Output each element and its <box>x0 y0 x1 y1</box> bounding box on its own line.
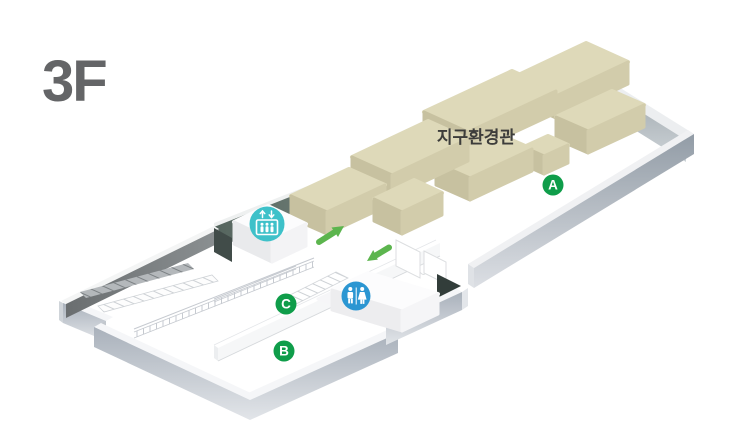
elevator-icon[interactable] <box>249 206 285 242</box>
escalator <box>80 263 219 313</box>
doorway-marker <box>437 274 461 298</box>
se-wall <box>468 130 694 288</box>
exhibit-blocks <box>289 41 646 236</box>
hall-name-label: 지구환경관 <box>437 128 516 147</box>
floor-title: 3F <box>42 49 106 114</box>
door-partitions <box>395 239 447 285</box>
marker-c[interactable]: C <box>275 293 297 315</box>
marker-b-label: B <box>279 344 289 359</box>
exhibit-block <box>554 89 646 155</box>
exhibit-block <box>434 132 534 202</box>
exhibit-block <box>289 167 387 236</box>
route-arrow-up-right <box>316 226 344 245</box>
marker-a[interactable]: A <box>542 174 564 196</box>
route-arrow-down-left <box>367 244 392 261</box>
marker-a-label: A <box>548 178 558 193</box>
marker-b[interactable]: B <box>273 340 295 362</box>
marker-c-label: C <box>281 297 291 312</box>
restroom-icon[interactable] <box>341 281 371 311</box>
wall-stub <box>214 228 232 262</box>
nw-wall <box>61 226 219 318</box>
railing <box>133 257 315 339</box>
exhibit-block <box>372 178 444 236</box>
